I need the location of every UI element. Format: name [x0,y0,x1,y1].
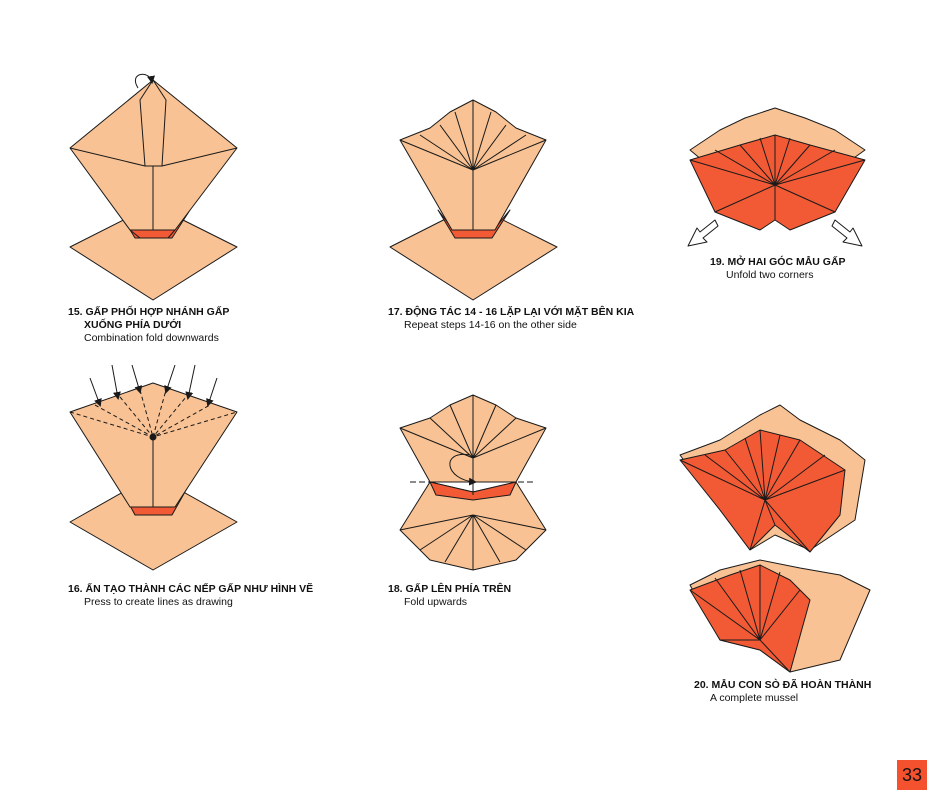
step-16-diagram [69,364,238,571]
step-17-title: 17. ĐỘNG TÁC 14 - 16 LẶP LẠI VỚI MẶT BÊN… [388,306,635,318]
step-15-caption: 15. GẤP PHỐI HỢP NHÁNH GẤP XUỐNG PHÍA DƯ… [68,306,229,345]
step-16-caption: 16. ẤN TẠO THÀNH CÁC NẾP GẤP NHƯ HÌNH VẼ… [68,583,313,609]
step-15-diagram [69,73,238,301]
step-18-title: 18. GẤP LÊN PHÍA TRÊN [388,583,512,595]
step-20-title: 20. MẪU CON SÒ ĐÃ HOÀN THÀNH [694,679,872,691]
step-19-title: 19. MỞ HAI GÓC MẪU GẤP [710,256,846,268]
step-17-diagram [389,99,558,301]
step-15-title: 15. GẤP PHỐI HỢP NHÁNH GẤP [68,306,230,318]
step-17-caption: 17. ĐỘNG TÁC 14 - 16 LẶP LẠI VỚI MẶT BÊN… [388,306,634,332]
step-16-title: 16. ẤN TẠO THÀNH CÁC NẾP GẤP NHƯ HÌNH VẼ [68,583,314,595]
step-20-caption: 20. MẪU CON SÒ ĐÃ HOÀN THÀNH A complete … [694,679,871,705]
step-18-diagram [399,394,547,571]
step-16-subtitle: Press to create lines as drawing [84,596,233,608]
step-19-subtitle: Unfold two corners [726,269,814,281]
page-number: 33 [897,760,927,790]
step-19-caption: 19. MỞ HAI GÓC MẪU GẤP Unfold two corner… [710,256,846,282]
step-20-diagram [679,404,871,673]
step-18-caption: 18. GẤP LÊN PHÍA TRÊN Fold upwards [388,583,511,609]
step-18-subtitle: Fold upwards [404,596,468,608]
step-20-subtitle: A complete mussel [710,692,799,704]
step-19-diagram [687,107,866,247]
step-15-title-line2: XUỐNG PHÍA DƯỚI [84,319,182,331]
step-15-subtitle: Combination fold downwards [84,332,219,344]
step-17-subtitle: Repeat steps 14-16 on the other side [404,319,577,331]
